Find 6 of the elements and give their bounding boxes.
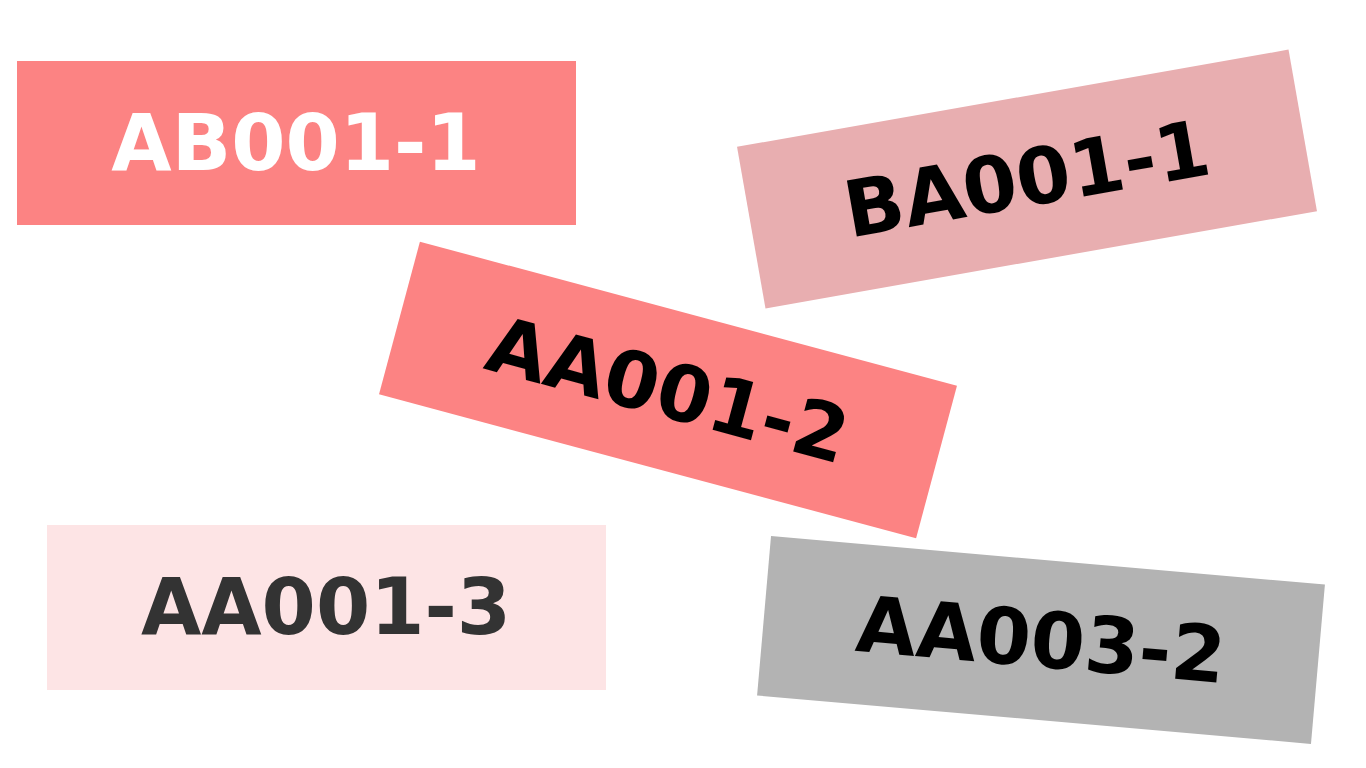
tag-code: AB001-1 [111, 104, 481, 182]
label-tag [16, 61, 576, 225]
tag-code: AA001-3 [140, 568, 512, 646]
tag-code: AA003-2 [853, 585, 1229, 695]
label-tag [46, 524, 606, 690]
tag-code: BA001-1 [838, 108, 1216, 250]
